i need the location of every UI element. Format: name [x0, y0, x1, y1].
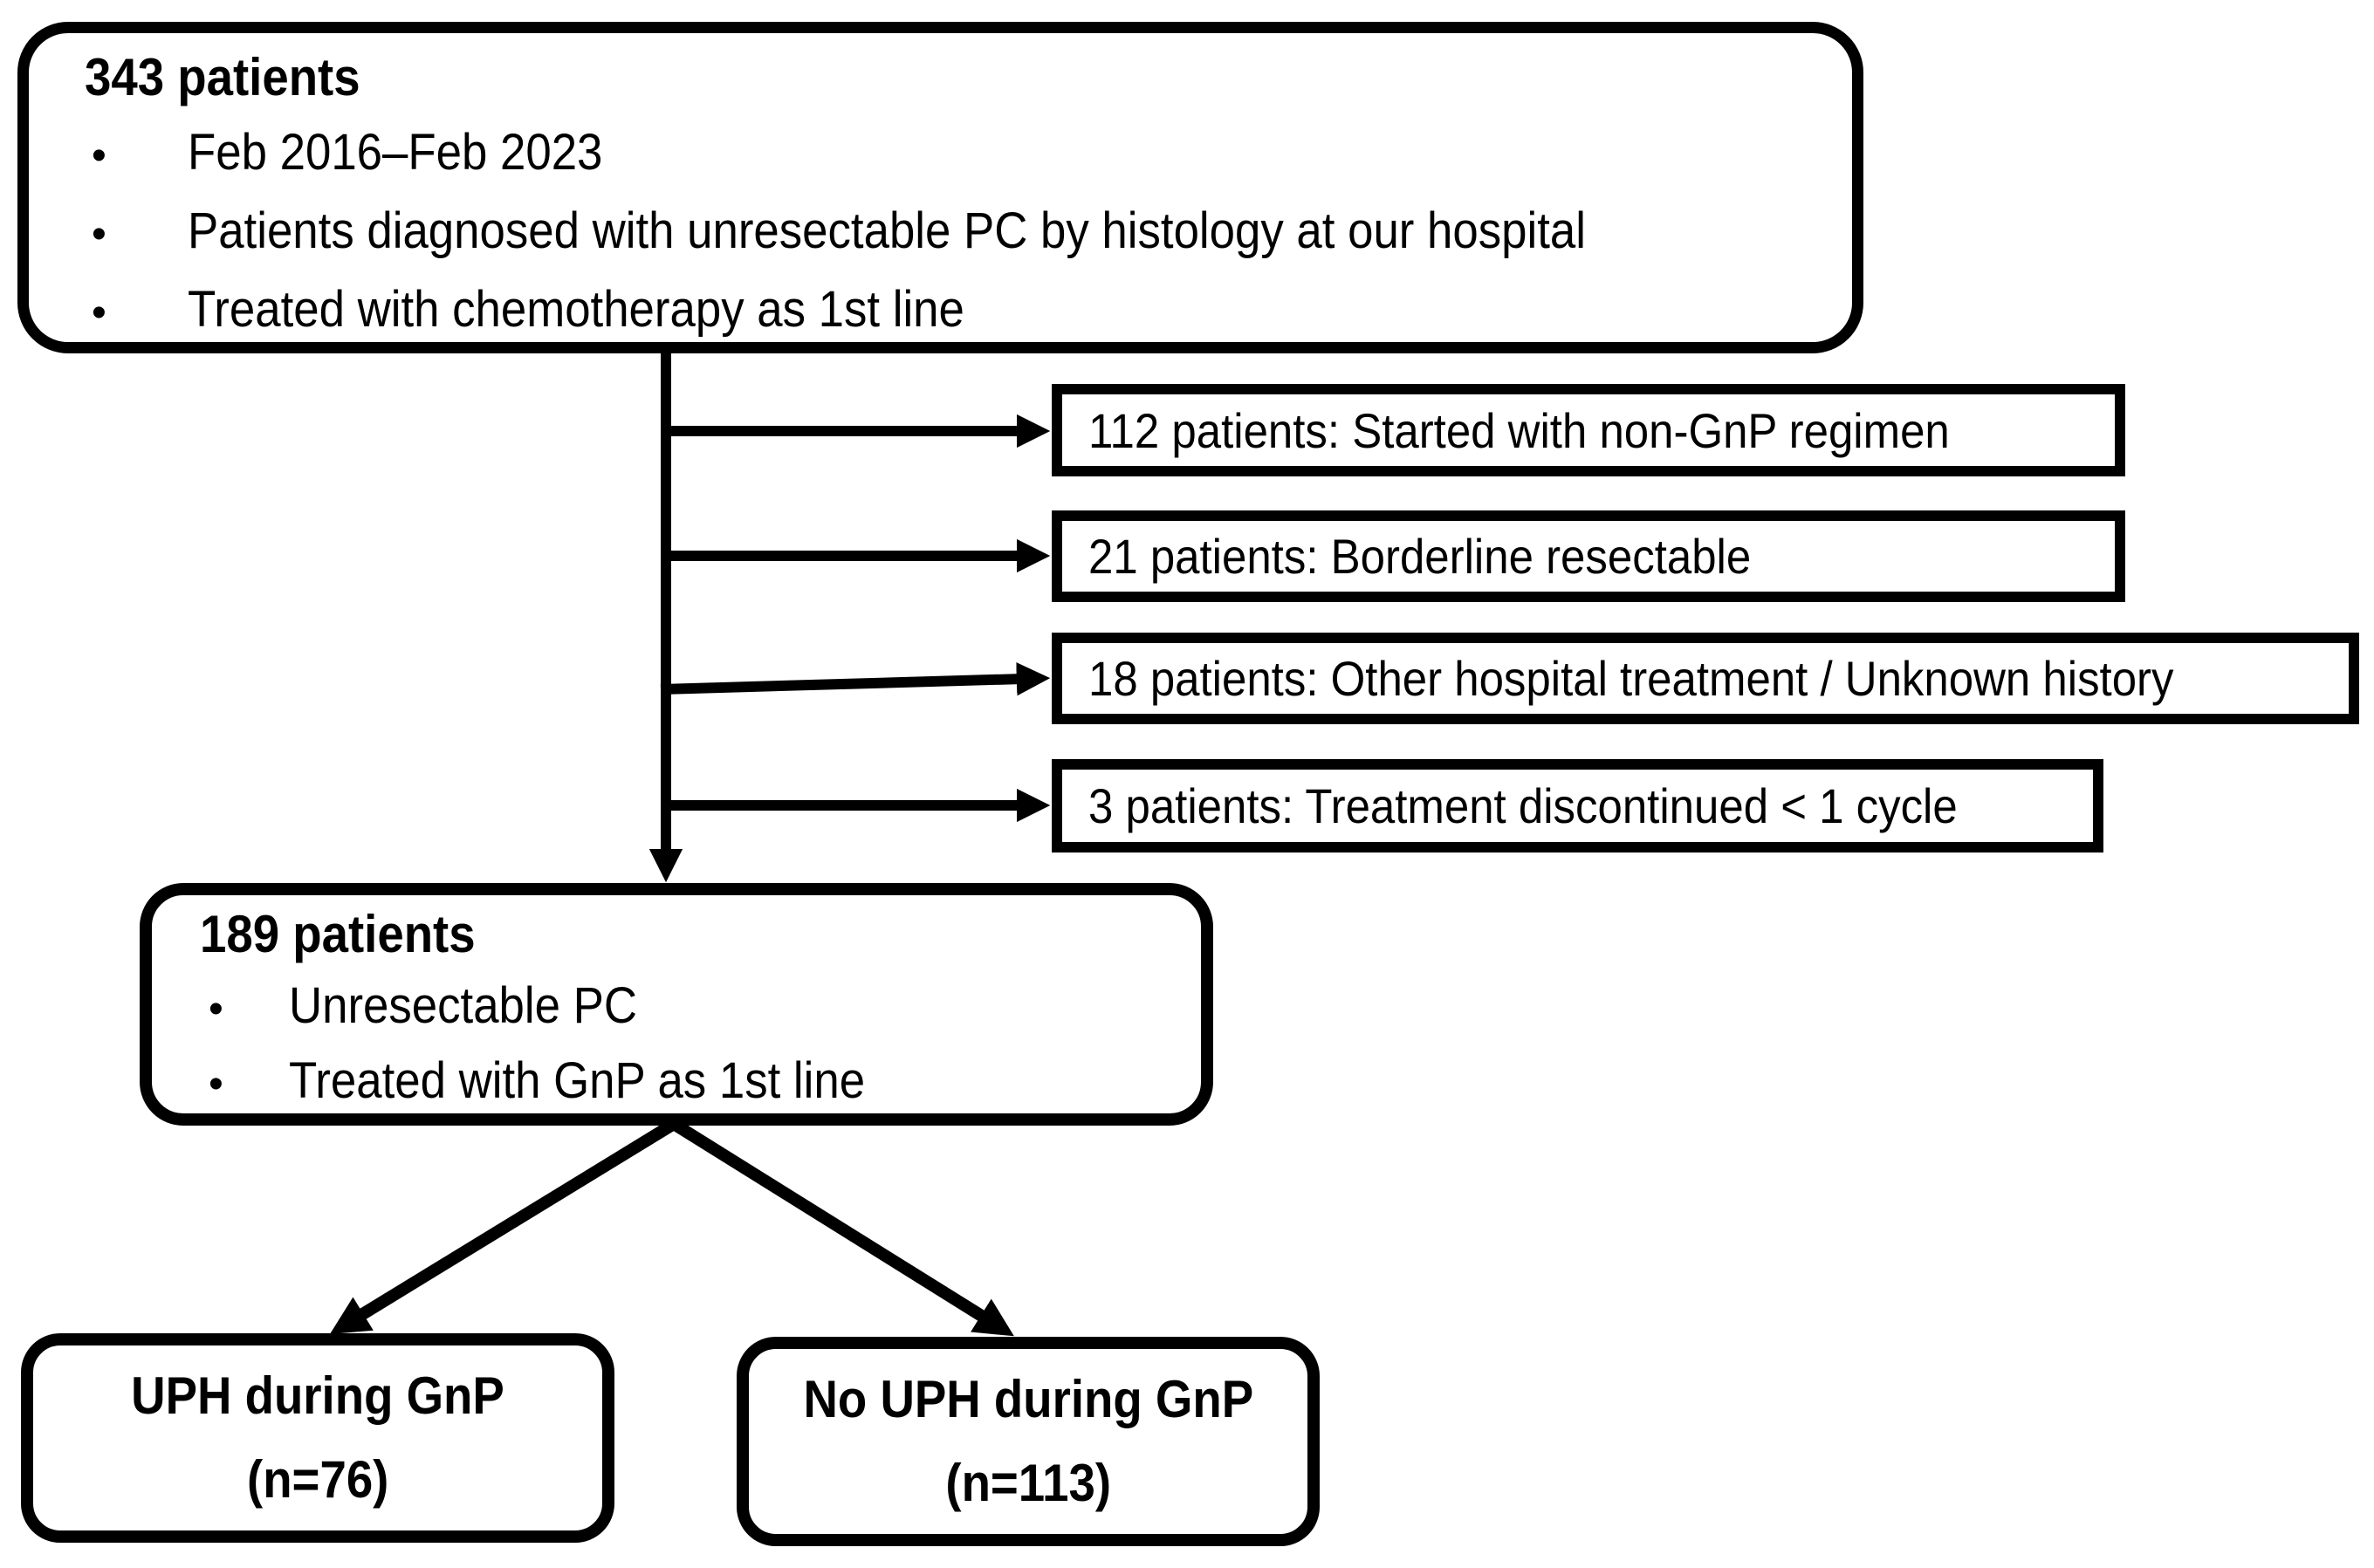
- outcome-no-uph-title: No UPH during GnP: [803, 1370, 1253, 1428]
- outcome-uph-count: (n=76): [246, 1450, 389, 1509]
- gnp-bullet-first-line: • Treated with GnP as 1st line: [200, 1045, 1184, 1120]
- outcome-box-uph: UPH during GnP (n=76): [21, 1333, 614, 1543]
- bullet-icon: •: [92, 290, 106, 336]
- exclusion-box-other-hospital: 18 patients: Other hospital treatment / …: [1052, 633, 2359, 724]
- bullet-icon: •: [209, 1061, 223, 1107]
- exclusion-box-non-gnp: 112 patients: Started with non-GnP regim…: [1052, 384, 2125, 476]
- bullet-icon: •: [92, 133, 106, 179]
- arrow-to-no-uph-group: [670, 1119, 1014, 1337]
- outcome-box-no-uph: No UPH during GnP (n=113): [737, 1337, 1320, 1546]
- cohort-box-all-patients: 343 patients • Feb 2016–Feb 2023 • Patie…: [17, 22, 1863, 353]
- arrow-to-uph-group: [329, 1119, 677, 1334]
- gnp-bullet-unresectable: • Unresectable PC: [200, 970, 1184, 1045]
- outcome-no-uph-count: (n=113): [945, 1454, 1111, 1512]
- exclusion-box-discontinued: 3 patients: Treatment discontinued < 1 c…: [1052, 759, 2103, 852]
- cohort-box-gnp-patients: 189 patients • Unresectable PC • Treated…: [140, 883, 1213, 1126]
- exclusion-box-borderline: 21 patients: Borderline resectable: [1052, 510, 2125, 602]
- cohort-bullet-diagnosis: • Patients diagnosed with unresectable P…: [85, 194, 1826, 272]
- arrow-exclusion-3: [660, 662, 1051, 696]
- gnp-cohort-title: 189 patients: [200, 905, 476, 963]
- cohort-bullet-period: • Feb 2016–Feb 2023: [85, 115, 1826, 194]
- cohort-title: 343 patients: [85, 48, 360, 106]
- cohort-bullet-treatment: • Treated with chemotherapy as 1st line: [85, 272, 1826, 351]
- bullet-icon: •: [92, 211, 106, 257]
- bullet-icon: •: [209, 986, 223, 1032]
- outcome-uph-title: UPH during GnP: [131, 1366, 504, 1425]
